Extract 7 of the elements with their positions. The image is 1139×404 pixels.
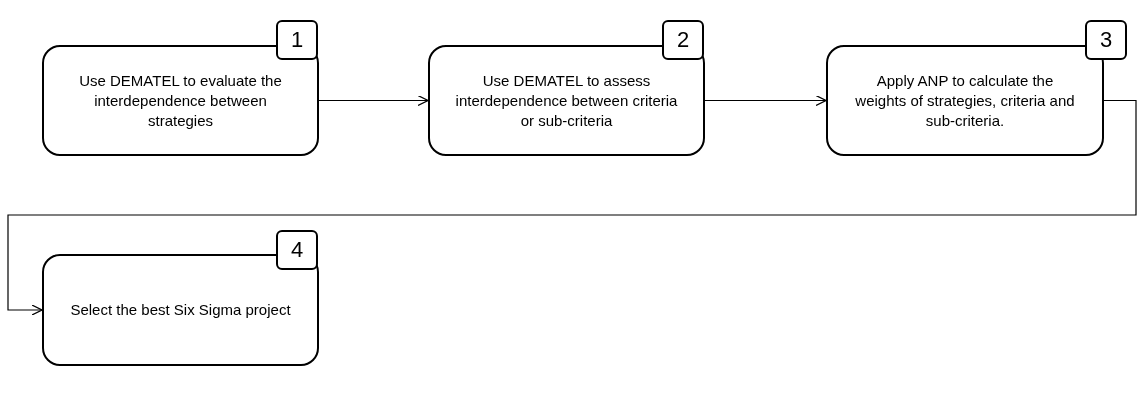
arrow xyxy=(704,94,827,107)
step-number: 3 xyxy=(1085,20,1127,60)
step-number: 1 xyxy=(276,20,318,60)
arrow xyxy=(318,94,429,107)
step-number: 4 xyxy=(276,230,318,270)
arrow xyxy=(7,99,1137,316)
step-number: 2 xyxy=(662,20,704,60)
